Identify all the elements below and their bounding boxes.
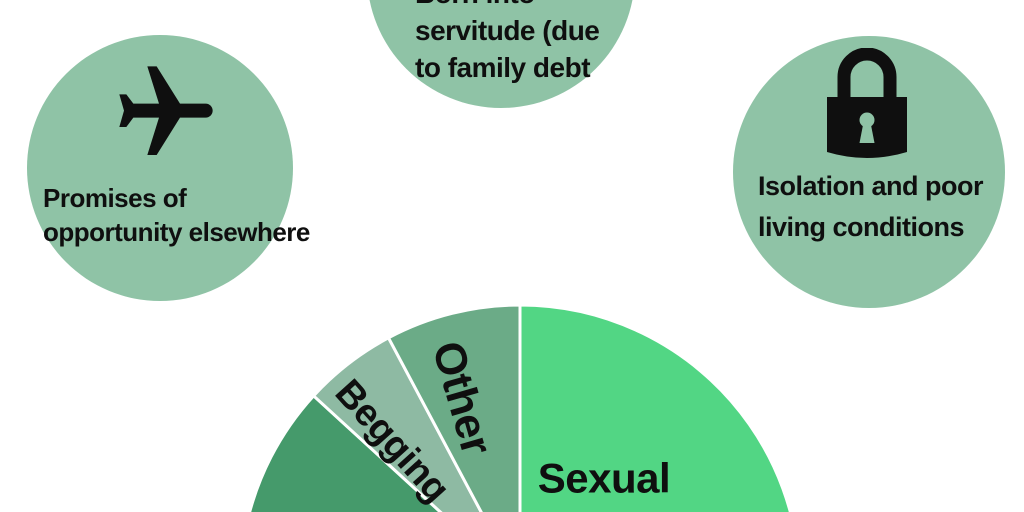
airplane-icon-shape bbox=[119, 66, 213, 155]
bubble-debt-label: Born into servitude (due to family debt bbox=[415, 0, 600, 86]
pie-segment-other bbox=[387, 303, 522, 512]
padlock-keyhole-stem bbox=[859, 125, 875, 143]
bubble-born-into-servitude: Born into servitude (due to family debt bbox=[367, 0, 635, 108]
pie-segment-unlabeled bbox=[248, 394, 443, 512]
bubble-text-line: living conditions bbox=[758, 212, 965, 242]
bubble-text-line: Promises of bbox=[43, 183, 187, 213]
airplane-icon bbox=[119, 66, 213, 155]
bubble-text-line: Born into bbox=[415, 0, 599, 12]
bubble-text-line: servitude (due bbox=[415, 15, 600, 46]
padlock-shackle bbox=[837, 48, 897, 103]
bubble-isolation-label: Isolation and poor living conditions bbox=[758, 166, 984, 248]
pie-label-sexual: Sexual bbox=[538, 455, 670, 502]
bubble-isolation-poor-living: Isolation and poor living conditions bbox=[733, 36, 1005, 308]
bubble-promises-label: Promises of opportunity elsewhere bbox=[43, 181, 310, 249]
padlock-keyhole-circle bbox=[859, 112, 875, 128]
pie-segment-sexual bbox=[518, 303, 792, 512]
bubble-text-line: to family debt bbox=[415, 52, 591, 83]
padlock-icon bbox=[827, 48, 907, 158]
bubble-text-line: opportunity elsewhere bbox=[43, 217, 310, 247]
bubble-text-line: Isolation and poor bbox=[758, 171, 984, 201]
bubble-promises-of-opportunity: Promises of opportunity elsewhere bbox=[27, 35, 310, 301]
